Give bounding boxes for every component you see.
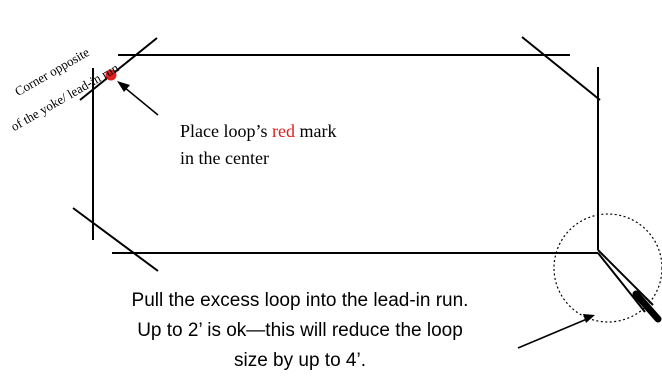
pull-excess-line1: Pull the excess loop into the lead-in ru… — [131, 290, 469, 311]
corner-cut-bottom-left — [72, 207, 159, 272]
pull-excess-note: Pull the excess loop into the lead-in ru… — [40, 286, 560, 376]
red-mark-dot — [105, 69, 117, 81]
place-mark-suffix: mark — [294, 121, 337, 141]
lead-in-run-outer — [597, 252, 646, 313]
place-mark-note-line2: in the center — [180, 148, 269, 168]
place-mark-highlight: red — [272, 121, 295, 141]
arrow-to-lead-in — [517, 318, 588, 349]
place-mark-note: Place loop’s red mark in the center — [180, 118, 336, 172]
place-mark-prefix: Place loop’s — [180, 121, 272, 141]
corner-cut-top-left — [79, 37, 158, 101]
arrow-to-red-mark-head — [117, 81, 130, 92]
place-mark-note-line1: Place loop’s red mark — [180, 118, 336, 145]
lead-in-run-inner — [597, 249, 654, 306]
corner-cut-top-right — [521, 36, 601, 101]
lead-in-highlight-circle — [553, 213, 662, 323]
pull-excess-line2: Up to 2’ is ok—this will reduce the loop — [137, 320, 463, 341]
arrow-to-red-mark — [123, 86, 159, 116]
arrow-to-lead-in-head — [583, 314, 595, 323]
lead-in-run-sleeve — [632, 290, 662, 323]
pull-excess-line3: size by up to 4’. — [233, 350, 367, 371]
